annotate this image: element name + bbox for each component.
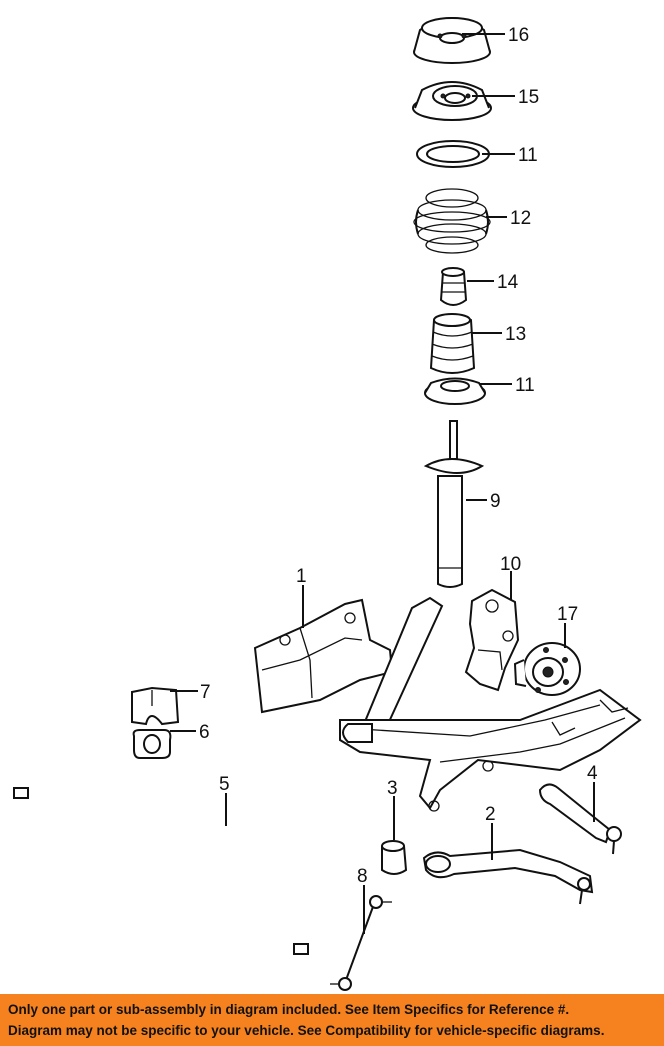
callout-8: 8 [357, 866, 368, 887]
disclaimer-line-2: Diagram may not be specific to your vehi… [8, 1023, 605, 1038]
part-14-bump-stop [439, 267, 468, 306]
part-1-subframe [253, 596, 642, 812]
part-13-dust-boot [429, 313, 476, 374]
callout-7: 7 [200, 682, 211, 703]
part-17-wheel-hub [513, 642, 581, 696]
part-15-upper-spring-seat [412, 81, 492, 121]
part-4-tension-strut [538, 783, 622, 855]
part-2-lower-control-arm [422, 848, 594, 905]
part-9-strut [423, 420, 485, 588]
suspension-diagram: 16 15 11 12 14 [13, 17, 642, 991]
callout-3: 3 [387, 778, 398, 799]
callout-1: 1 [296, 566, 307, 587]
disclaimer-line-1: Only one part or sub-assembly in diagram… [8, 1002, 570, 1017]
callout-15: 15 [518, 87, 539, 108]
part-11-upper-spring-pad [416, 140, 490, 168]
part-7-stabilizer-bracket [131, 686, 180, 726]
callout-12: 12 [510, 208, 531, 229]
part-11-lower-spring-pad [424, 377, 486, 405]
part-8-stabilizer-link [330, 895, 392, 991]
callout-11-upper: 11 [518, 145, 538, 166]
part-6-stabilizer-bushing [132, 729, 172, 759]
part-16-strut-mount [413, 17, 491, 64]
callout-11-lower: 11 [515, 375, 535, 396]
callout-17: 17 [557, 604, 578, 625]
callout-5: 5 [219, 774, 230, 795]
part-10-steering-knuckle [464, 588, 520, 692]
callout-6: 6 [199, 722, 210, 743]
callout-2: 2 [485, 804, 496, 825]
callout-10: 10 [500, 554, 521, 575]
callout-14: 14 [497, 272, 519, 293]
part-12-coil-spring [413, 188, 491, 254]
part-5-stabilizer-bar [13, 766, 353, 955]
callout-13: 13 [505, 324, 526, 345]
callout-9: 9 [490, 491, 501, 512]
disclaimer-banner: Only one part or sub-assembly in diagram… [0, 994, 664, 1046]
callout-4: 4 [587, 763, 598, 784]
callout-16: 16 [508, 25, 529, 46]
part-3-control-arm-bushing [381, 840, 408, 875]
